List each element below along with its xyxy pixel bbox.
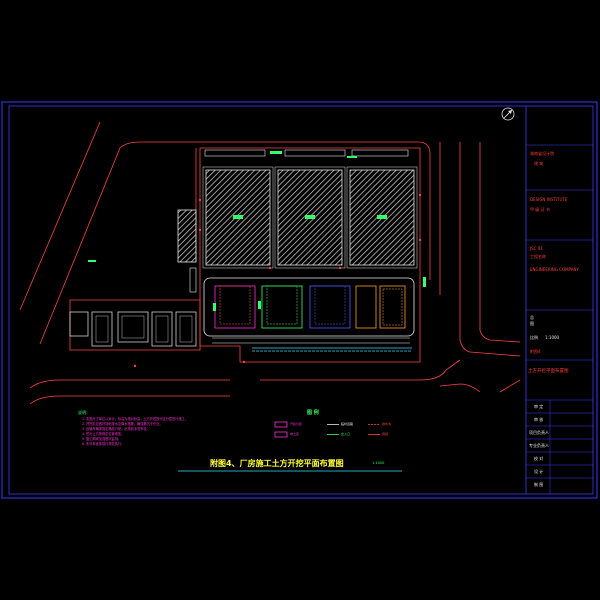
external-roads [19,121,521,405]
tb-sheet-no: 附图4 [530,349,541,354]
drawing-scale: 1:1000 [372,461,385,465]
notes-heading: 说明： [78,410,90,415]
building-labels [233,215,387,219]
note-item: 4. 挖出土方按指定位置堆放。 [82,432,125,436]
outer-frame [1,101,598,499]
tb-certificate-no: 甲 级 证 书 [530,207,550,212]
building-blocks [202,166,418,269]
tb-row-1: 审 核 [534,417,544,422]
drawing-title: 附图4、厂房施工土方开挖平面布置图 [210,459,344,468]
tb-drawing-title: 土方开挖平面布置图 [528,369,569,374]
tb-row-6: 制 图 [534,482,544,487]
legend-label: 临时道路 [341,422,354,426]
note-item: 3. 运输车辆按指定路线行驶，出场前冲洗车轮。 [82,427,150,431]
tb-mark-2: 图 [530,321,534,326]
drain-markers [133,193,422,368]
tb-row-2: 项目负责人 [529,430,549,435]
note-item: 2. 开挖前应做好场地排水及降水措施，确保基坑干作业。 [82,422,163,426]
gate-markers [88,151,426,311]
legend-label: 排水沟 [382,422,392,426]
legend-label: 堆土区 [290,432,300,436]
tb-company: 湖南省设计院 [530,151,554,156]
top-fence [204,149,409,157]
legend-heading: 图 例 [307,410,319,416]
tb-project-label: 工程名称 [530,254,546,259]
storage-yard [177,209,197,263]
tb-company-sub: 建 筑 [534,161,544,166]
excavation-zone [203,277,415,352]
north-arrow-icon [501,107,515,121]
legend-label: 围挡 [382,432,389,436]
legend-swatches [274,421,380,438]
tb-project-code: JSC 01 [530,246,543,251]
note-item: 1. 本图尺寸单位以米计，标高为相对标高。土方开挖按分区分层进行施工。 [82,417,189,421]
tb-row-4: 校 对 [534,456,544,461]
legend-label: 开挖分区 [290,422,303,426]
note-item: 6. 未尽事宜按现行规范执行。 [82,442,125,446]
tb-certificate: DESIGN INSTITUTE [530,197,568,202]
tb-row-0: 审 定 [534,404,544,409]
title-block-lines [526,144,593,494]
auxiliary-buildings [69,311,197,347]
tb-scale-value: 1:1000 [545,335,560,340]
note-item: 5. 施工期间加强基坑监测。 [82,437,122,441]
tb-scale-label: 比例 [530,335,538,340]
legend-label: 出入口 [341,432,351,436]
inner-frame [8,105,594,495]
tb-client: ENGINEERING COMPANY [530,267,579,272]
tb-mark-1: 总 [530,315,534,320]
tb-row-5: 设 计 [534,469,544,474]
tb-row-3: 专业负责人 [529,443,549,448]
